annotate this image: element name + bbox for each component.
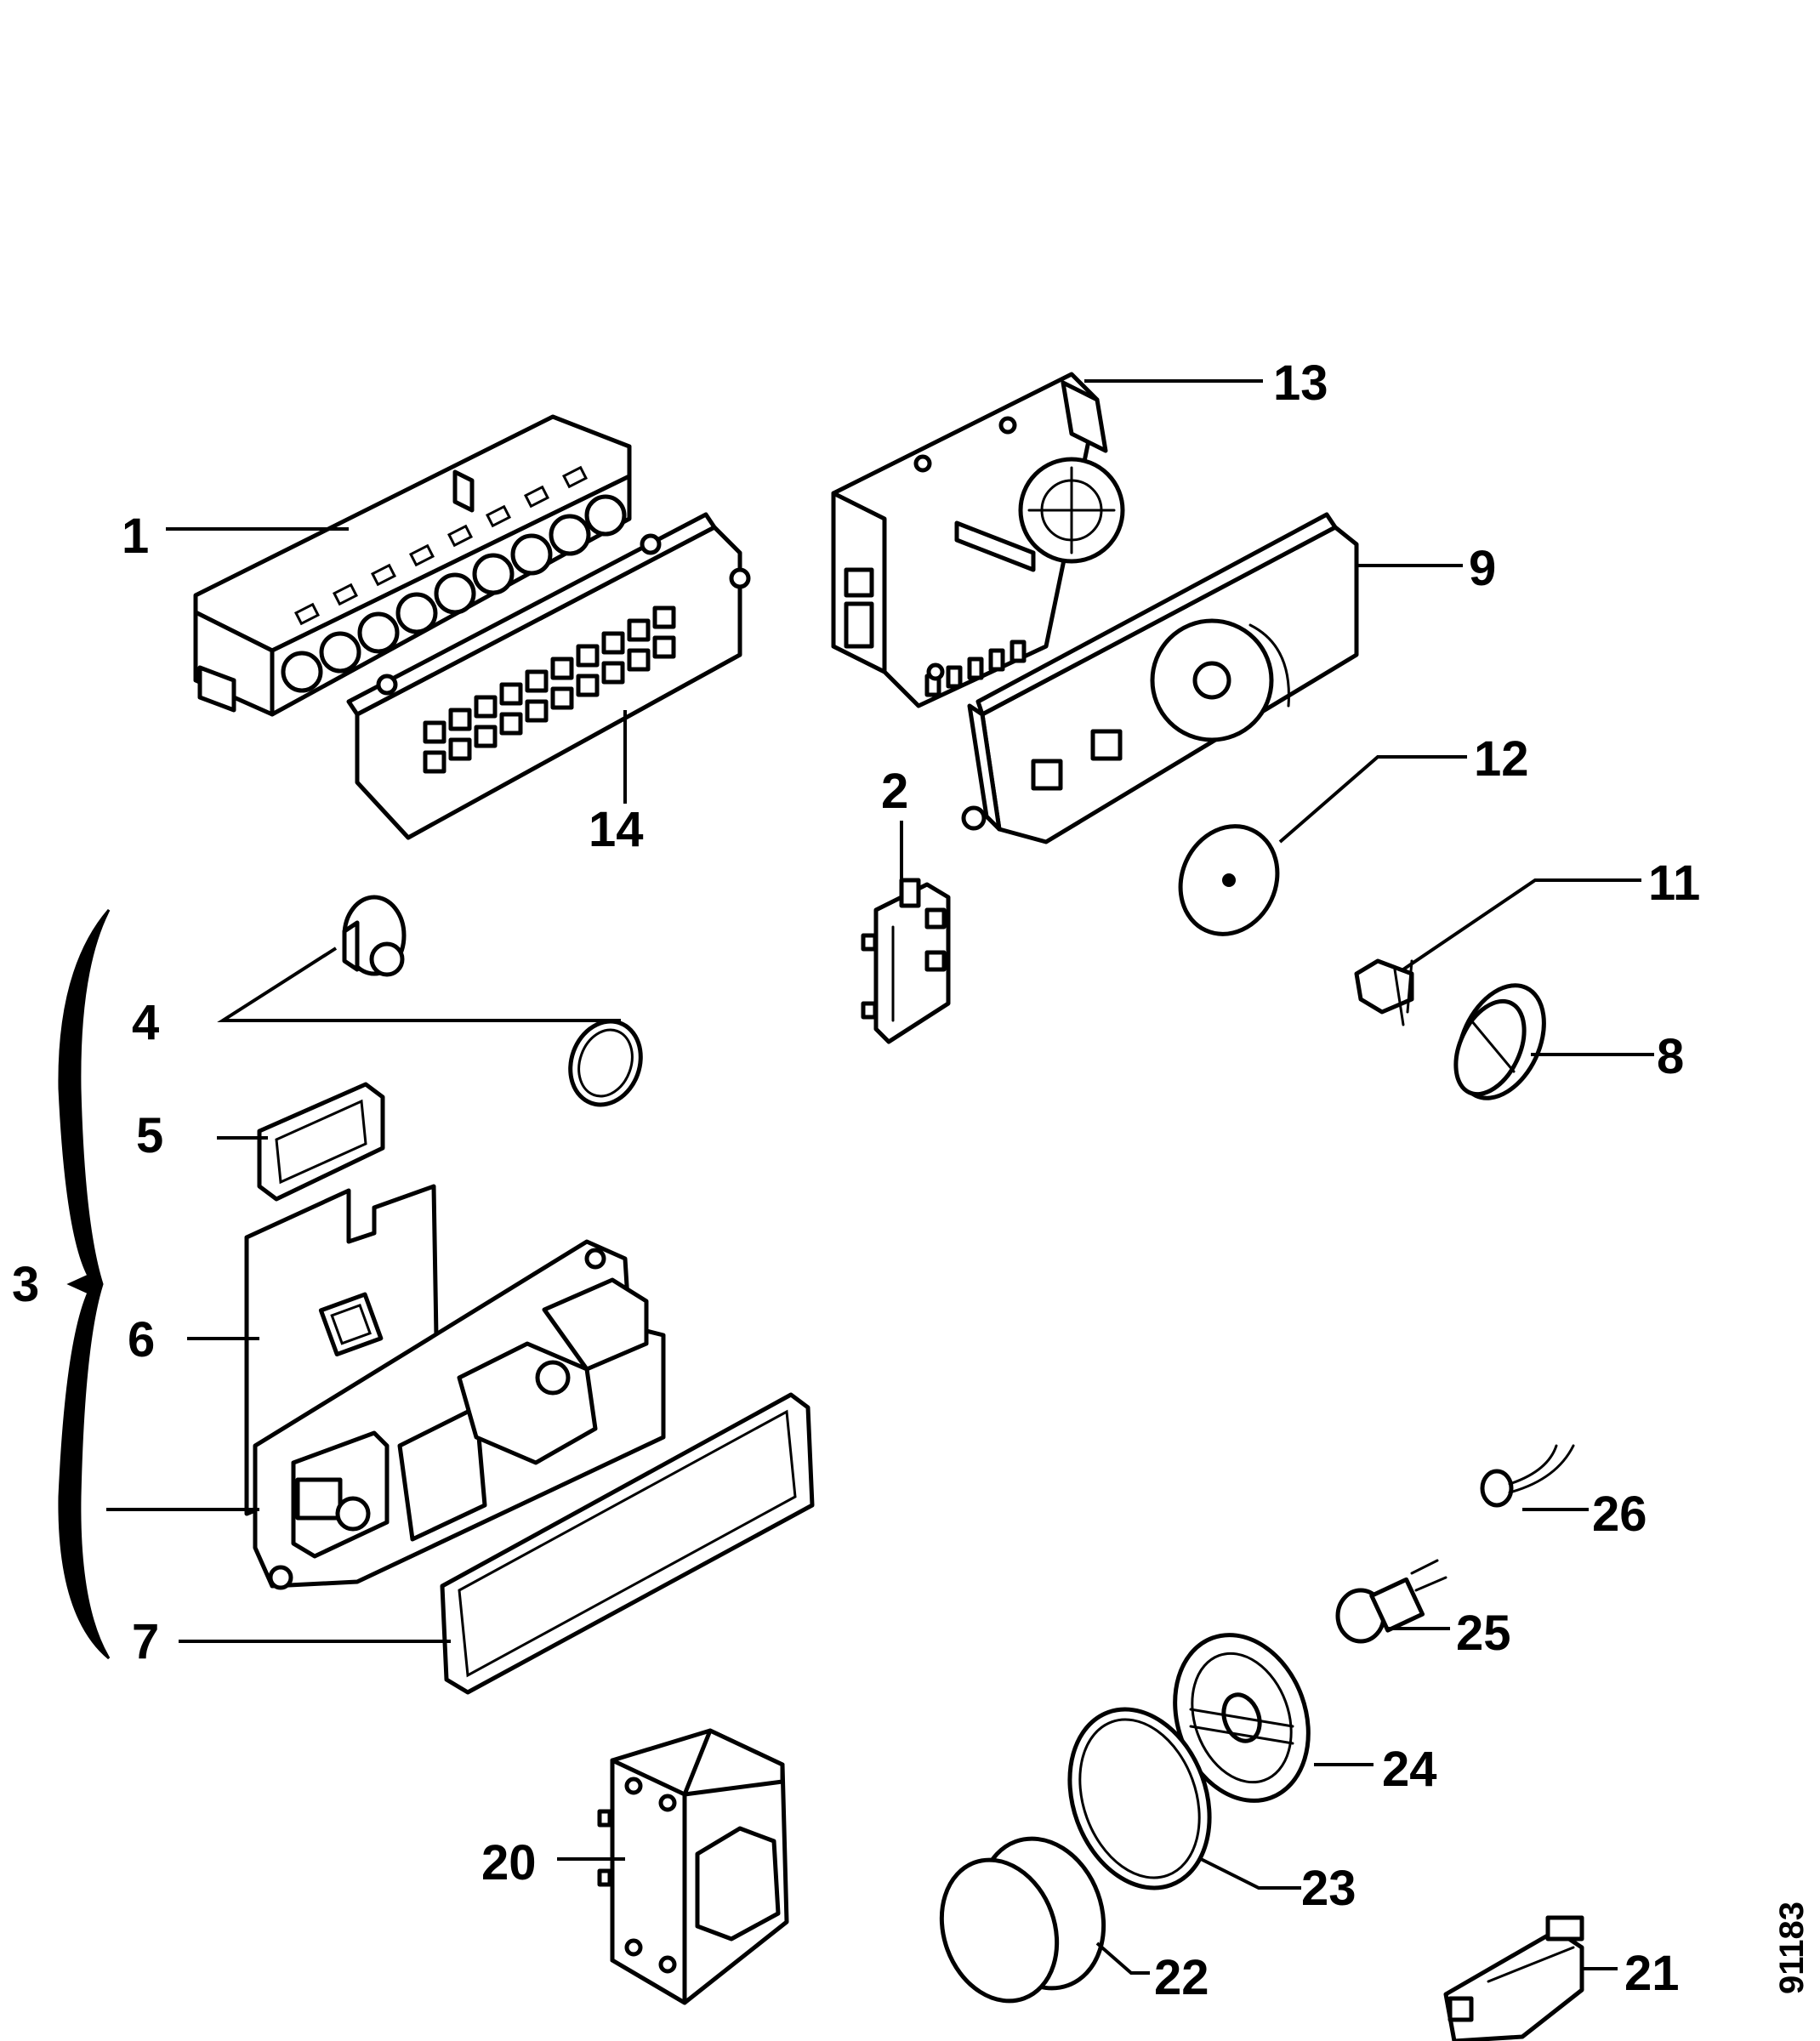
part-7-large-gasket (440, 1392, 815, 1695)
label-20: 20 (481, 1835, 537, 1890)
leader-lines (106, 379, 1654, 1975)
part-1-button-switch-bank (193, 414, 632, 717)
label-25: 25 (1456, 1606, 1511, 1661)
part-23-ring (1067, 1707, 1212, 1890)
label-4: 4 (132, 995, 159, 1050)
drawing-code: 91183 (1773, 1902, 1811, 1994)
label-1: 1 (122, 509, 149, 564)
label-2: 2 (881, 764, 908, 819)
part-13-programme-timer (831, 372, 1125, 708)
part-20-transformer (597, 1728, 789, 2005)
part-14-button-panel (346, 512, 751, 840)
label-23: 23 (1301, 1861, 1356, 1916)
label-5: 5 (136, 1108, 163, 1163)
part-6-door-lock-assembly (244, 1184, 666, 1590)
part-2-connector (861, 878, 951, 1044)
part-11-clip (1354, 958, 1414, 1026)
part-labels: 1 13 9 12 11 8 14 2 4 5 3 6 7 26 25 24 2… (12, 355, 1700, 2005)
part-21-connector-block (1443, 1915, 1584, 2041)
label-7: 7 (132, 1614, 159, 1669)
switch-buttons (281, 494, 627, 693)
label-14: 14 (589, 802, 644, 857)
label-24: 24 (1382, 1742, 1437, 1797)
label-9: 9 (1469, 541, 1496, 596)
part-12-disc (1178, 824, 1280, 936)
part-5-gasket (257, 1082, 385, 1202)
label-12: 12 (1474, 731, 1529, 787)
part-4-lamp-holder (342, 895, 643, 1107)
label-11: 11 (1648, 856, 1700, 911)
part-22-knob (939, 1836, 1106, 2004)
label-8: 8 (1657, 1029, 1684, 1084)
label-3: 3 (12, 1257, 39, 1312)
label-6: 6 (128, 1312, 155, 1367)
label-22: 22 (1154, 1950, 1209, 2005)
part-25-lamp (1335, 1559, 1447, 1644)
label-26: 26 (1592, 1487, 1647, 1542)
part-8-knob (1453, 983, 1546, 1100)
assembly-3-brace (58, 909, 111, 1660)
part-26-small-sensor (1480, 1444, 1575, 1508)
label-13: 13 (1273, 355, 1328, 411)
switch-windows (294, 465, 588, 626)
panel-keys (423, 605, 676, 774)
part-9-timer-front-panel (961, 512, 1359, 844)
label-21: 21 (1624, 1946, 1680, 2001)
